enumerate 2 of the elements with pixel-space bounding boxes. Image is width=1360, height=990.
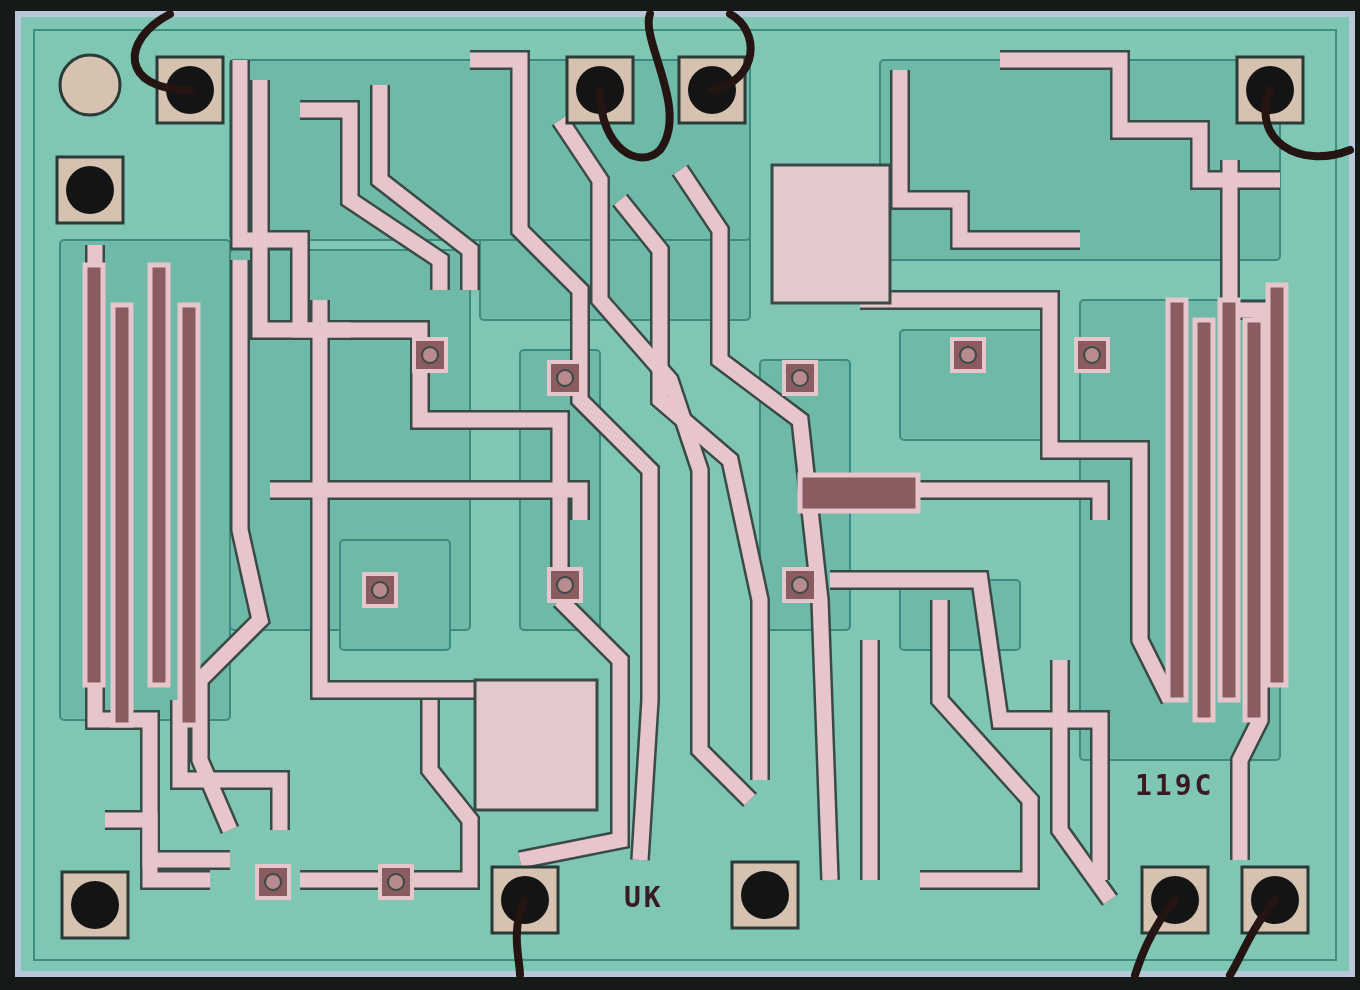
die-marking-text: 119C <box>1135 772 1215 800</box>
die-marking-text: UK <box>624 884 664 912</box>
